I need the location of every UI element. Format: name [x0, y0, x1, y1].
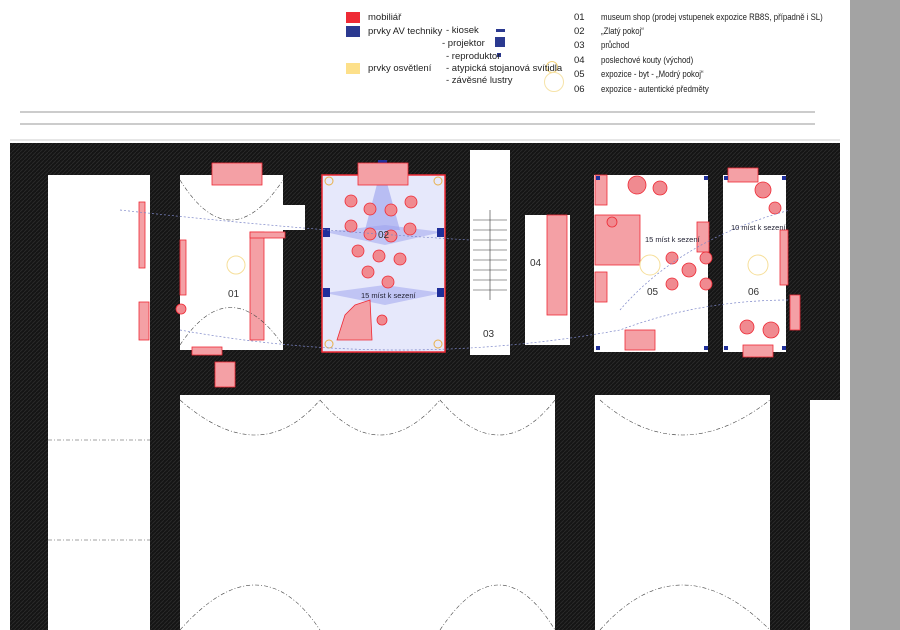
staircase — [473, 210, 507, 300]
projection-beam — [385, 225, 442, 245]
room-label-01: 01 — [228, 289, 240, 300]
room-num: 06 — [574, 84, 585, 95]
room-desc: museum shop (prodej vstupenek expozice R… — [601, 12, 823, 23]
furniture-swatch — [346, 12, 360, 23]
walls-lower — [10, 400, 50, 630]
seating-capacity: 10 míst k sezení — [731, 223, 787, 232]
room-num: 01 — [574, 12, 585, 23]
room-desc: expozice - autentické předměty — [601, 84, 709, 95]
legend-label: mobiliář — [368, 12, 402, 23]
route-lines — [119, 209, 791, 351]
room-desc: „Zlatý pokoj“ — [601, 26, 644, 37]
legend-light-item: - závěsné lustry — [446, 75, 513, 86]
furniture — [138, 162, 801, 388]
room-desc: expozice - byt - „Modrý pokoj“ — [601, 69, 704, 80]
legend-label: prvky AV techniky — [368, 26, 443, 37]
room-num: 02 — [574, 26, 585, 37]
seating-capacity: 15 míst k sezení — [645, 235, 701, 244]
av-swatch — [346, 26, 360, 37]
dimension-lines — [10, 111, 840, 141]
room-label-05: 05 — [647, 287, 659, 298]
room-label-03: 03 — [483, 329, 495, 340]
rooms — [48, 150, 786, 630]
kiosk-icon — [496, 29, 505, 32]
room-num: 05 — [574, 69, 585, 80]
walls-pier — [555, 390, 595, 630]
room-desc: poslechové kouty (východ) — [601, 55, 694, 66]
side-margin — [850, 0, 900, 630]
legend-av-item: - reproduktor — [446, 51, 501, 62]
room-num: 04 — [574, 55, 585, 66]
legend-light-item: - atypická stojanová svítidla — [446, 63, 563, 74]
room-label-04: 04 — [530, 258, 542, 269]
projection-beam — [385, 285, 442, 305]
room-desc: průchod — [601, 40, 630, 51]
legend-av-item: - projektor — [442, 38, 485, 49]
room-num: 03 — [574, 40, 585, 51]
legend-av-item: - kiosek — [446, 25, 479, 36]
seating-capacity: 15 míst k sezení — [361, 291, 417, 300]
chandelier-icon — [544, 72, 564, 92]
projector-icon — [495, 37, 505, 47]
speaker-icon — [596, 176, 786, 350]
room-label-02: 02 — [378, 230, 390, 241]
speaker-icon — [497, 53, 501, 57]
walls-lower-right — [770, 390, 810, 630]
room-label-06: 06 — [748, 287, 760, 298]
light-swatch — [346, 63, 360, 74]
door-swings — [48, 179, 771, 630]
floor-plan: 01 02 03 04 05 06 15 míst k sezení 15 mí… — [10, 111, 840, 630]
chairs — [175, 175, 782, 339]
floor-lamp-icon — [324, 176, 443, 349]
walls-lower-mid — [150, 390, 180, 630]
legend-label: prvky osvětlení — [368, 63, 432, 74]
chandelier-icon — [226, 254, 769, 276]
